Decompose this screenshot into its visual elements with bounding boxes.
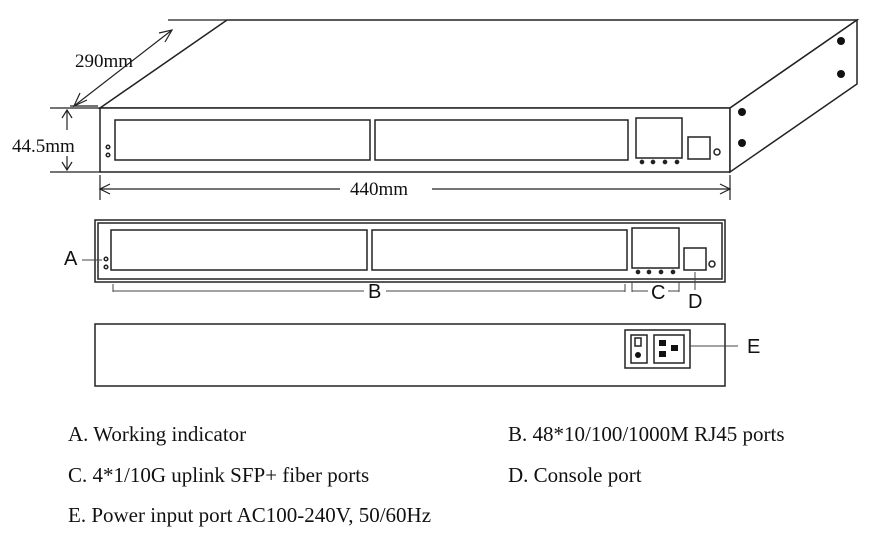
width-dimension bbox=[98, 175, 732, 200]
rack-mount-hole bbox=[738, 108, 746, 116]
legend-item-c: C. 4*1/10G uplink SFP+ fiber ports bbox=[68, 463, 370, 487]
legend-item-e: E. Power input port AC100-240V, 50/60Hz bbox=[68, 503, 432, 527]
rack-mount-hole bbox=[738, 139, 746, 147]
rear-panel-view bbox=[94, 323, 726, 387]
console-port bbox=[683, 247, 707, 271]
callout-e: E bbox=[747, 336, 760, 358]
rj45-port-block bbox=[374, 119, 629, 161]
callout-a: A bbox=[64, 248, 78, 270]
callout-b: B bbox=[368, 281, 381, 303]
rj45-port-block bbox=[110, 229, 368, 271]
rj45-port-block bbox=[114, 119, 371, 161]
width-label: 440mm bbox=[350, 179, 408, 200]
legend-item-d: D. Console port bbox=[508, 463, 642, 487]
sfp-port-block bbox=[635, 117, 683, 159]
front-panel-view bbox=[94, 219, 726, 283]
rack-mount-hole bbox=[837, 37, 845, 45]
working-indicator bbox=[105, 144, 111, 150]
rj45-port-block bbox=[371, 229, 628, 271]
legend-item-b: B. 48*10/100/1000M RJ45 ports bbox=[508, 422, 785, 446]
console-port bbox=[687, 136, 711, 160]
callout-d: D bbox=[688, 291, 702, 313]
height-dimension bbox=[50, 107, 100, 173]
sfp-port-block bbox=[631, 227, 680, 269]
depth-label: 290mm bbox=[75, 51, 133, 72]
power-input-port bbox=[624, 329, 691, 369]
depth-dimension bbox=[70, 19, 227, 108]
height-label: 44.5mm bbox=[12, 136, 75, 157]
callout-c: C bbox=[651, 282, 665, 304]
switch-3d-view bbox=[97, 18, 860, 174]
rack-mount-hole bbox=[837, 70, 845, 78]
working-indicator bbox=[103, 256, 109, 262]
legend-item-a: A. Working indicator bbox=[68, 422, 247, 446]
